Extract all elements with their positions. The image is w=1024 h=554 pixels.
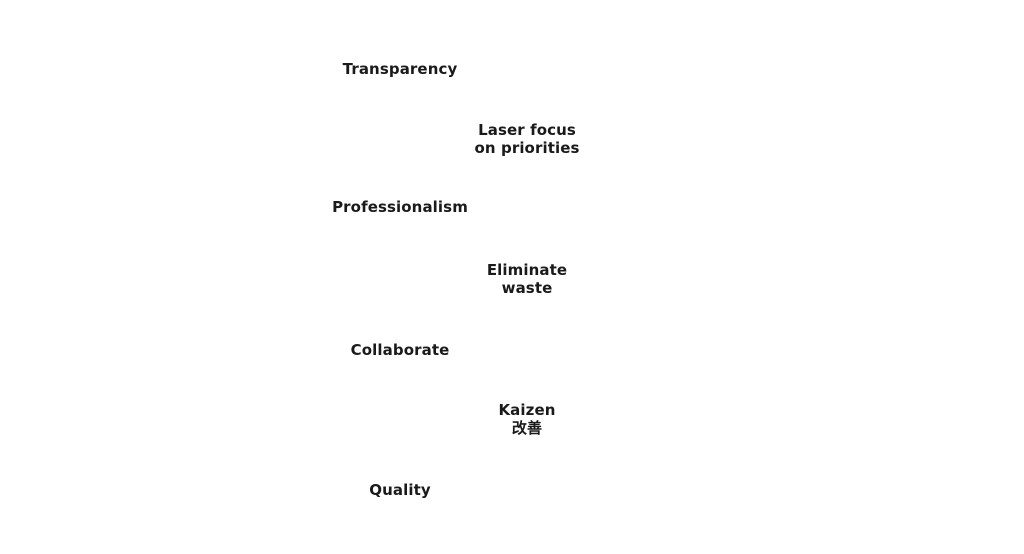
value-quality: Quality <box>369 481 430 499</box>
value-kaizen-line2: 改善 <box>511 419 543 437</box>
value-eliminate-waste-line1: Eliminate <box>486 261 568 279</box>
value-laser-focus-line2: on priorities <box>474 139 580 157</box>
value-professionalism-label: Professionalism <box>332 198 468 216</box>
value-eliminate-waste-line2: waste <box>501 279 553 297</box>
value-eliminate-waste: Eliminate waste <box>487 261 567 297</box>
value-collaborate: Collaborate <box>351 341 450 359</box>
value-collaborate-label: Collaborate <box>350 341 450 359</box>
value-professionalism: Professionalism <box>332 198 468 216</box>
value-laser-focus-line1: Laser focus <box>478 121 576 139</box>
value-transparency: Transparency <box>343 60 458 78</box>
value-laser-focus: Laser focus on priorities <box>474 121 579 157</box>
value-kaizen-line1: Kaizen <box>498 401 556 419</box>
value-kaizen: Kaizen 改善 <box>498 401 555 437</box>
value-transparency-label: Transparency <box>342 60 458 78</box>
value-quality-label: Quality <box>369 481 431 499</box>
